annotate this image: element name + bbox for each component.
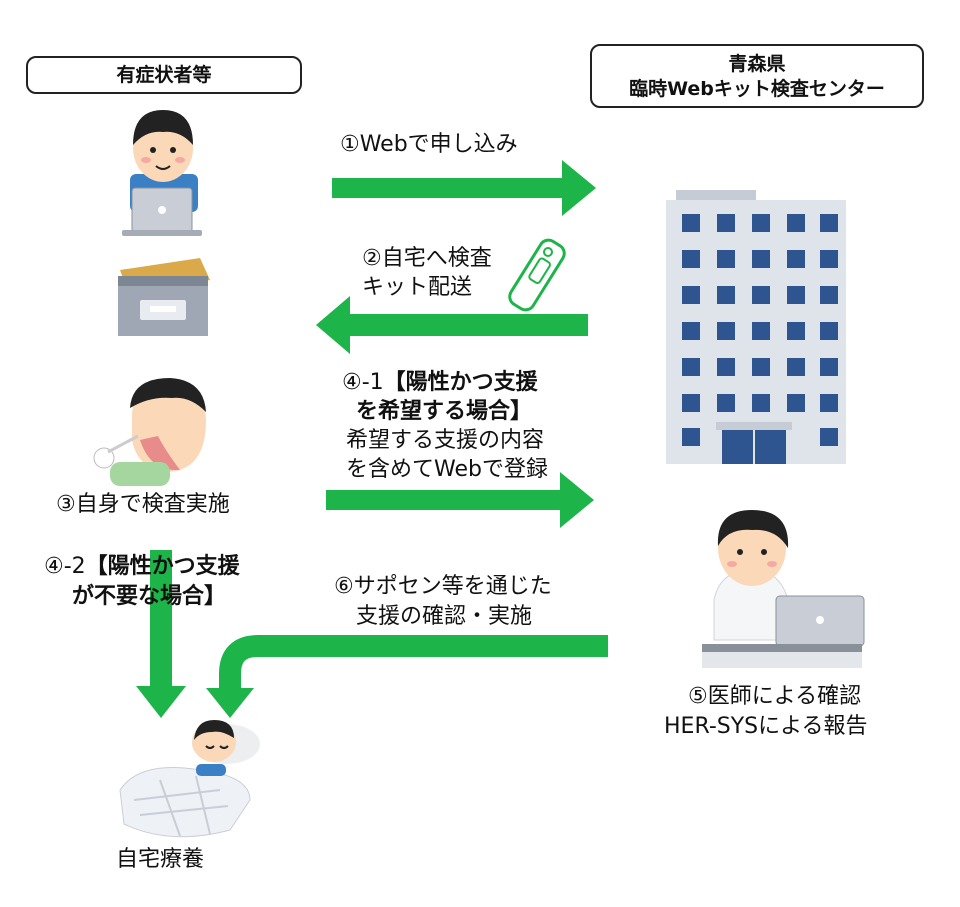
nasal-swab-icon [93,378,206,486]
step4-1-prefix: ④-1 [342,370,384,395]
left-actor-label: 有症状者等 [116,64,212,86]
step5-line2: HER-SYSによる報告 [664,714,868,739]
arrow-apply-right [332,160,596,216]
arrow-no-support-down [136,550,186,718]
step2-line2: キット配送 [362,275,473,300]
step1-label: ①Webで申し込み [340,132,518,157]
step4-2-heading: ④-2【陽性かつ支援 [44,552,240,581]
step2-line1: ②自宅へ検査 [362,246,492,271]
step4-1-bold-line1: 【陽性かつ支援 [383,370,538,395]
step4-2-prefix: ④-2 [44,554,86,579]
result-label: 自宅療養 [116,847,205,872]
step4-1-bold-line2: を希望する場合】 [356,399,533,424]
arrow-support-bent [206,635,608,718]
arrow-register-right [326,472,594,528]
mailbox-icon [118,258,210,336]
step4-1-line3: 希望する支援の内容 [346,428,545,453]
step4-2-bold-line2: が不要な場合】 [72,584,227,609]
right-actor-line1: 青森県 [728,53,786,75]
person-laptop-icon [122,110,202,236]
left-actor-box: 有症状者等 [26,56,302,94]
test-kit-icon [508,238,566,312]
sleeping-person-icon [119,720,260,838]
doctor-icon [702,510,865,668]
arrow-delivery-left [316,296,588,354]
step5-line1: ⑤医師による確認 [688,684,862,709]
step4-2-bold-line1: 【陽性かつ支援 [85,554,240,579]
step6-line2: 支援の確認・実施 [356,604,533,629]
right-actor-line2: 臨時Webキット検査センター [629,78,885,100]
step6-line1: ⑥サポセン等を通じた [334,574,552,599]
step4-1-heading: ④-1【陽性かつ支援 [342,368,538,397]
building-icon [666,190,846,464]
step4-1-line4: を含めてWebで登録 [346,457,548,482]
step3-label: ③自身で検査実施 [56,492,230,517]
right-actor-box: 青森県 臨時Webキット検査センター [590,44,924,108]
